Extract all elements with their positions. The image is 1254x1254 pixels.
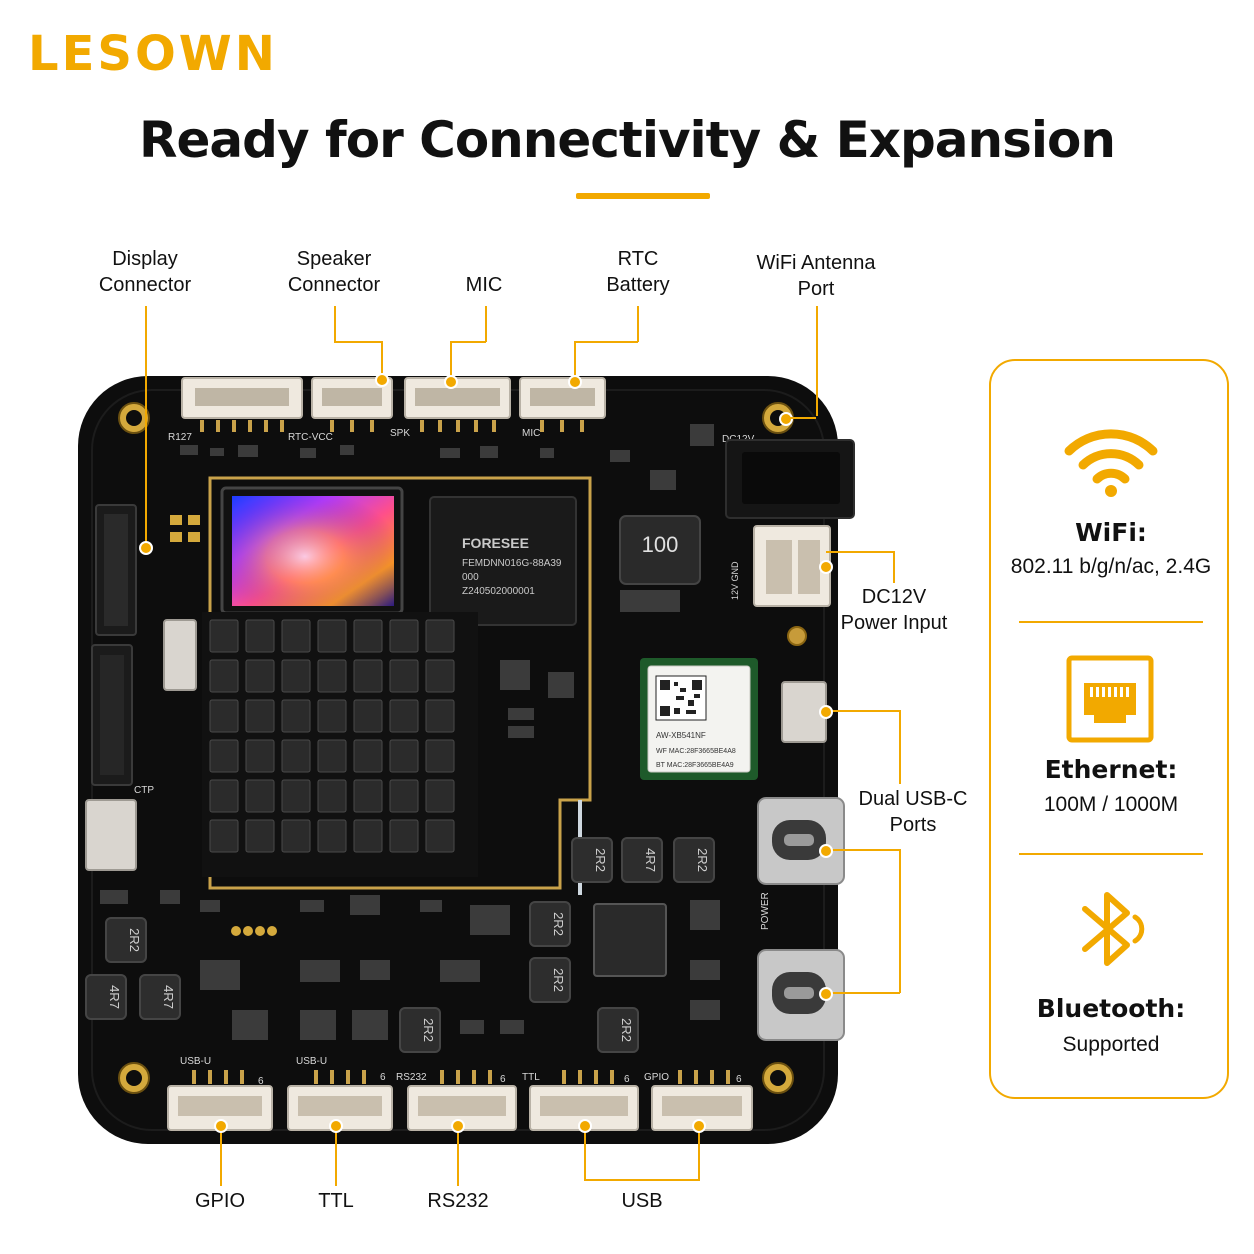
silk-pin: 6 <box>500 1074 506 1085</box>
usb-c-ports <box>757 797 845 1041</box>
label-usb: USB <box>621 1190 663 1212</box>
chip-line3: Z240502000001 <box>462 586 535 597</box>
spec-panel: WiFi: 802.11 b/g/n/ac, 2.4G Ethernet: 10… <box>989 359 1229 1099</box>
silk-spk: SPK <box>390 428 410 439</box>
label-rs232: RS232 <box>427 1190 489 1212</box>
spec-wifi-title: WiFi: <box>1075 518 1147 547</box>
inductor-label: 2R2 <box>593 848 608 872</box>
inductor-label: 2R2 <box>619 1018 634 1042</box>
spec-bluetooth-value: Supported <box>1062 1033 1160 1056</box>
module-qr-code <box>655 675 707 721</box>
label-mic: MIC <box>465 274 503 296</box>
emmc-chip <box>429 496 577 626</box>
inductor-group <box>85 837 715 1053</box>
chip-brand: FORESEE <box>462 535 529 551</box>
module-model: AW-XB541NF <box>656 731 706 740</box>
chip-line2: 000 <box>462 572 479 583</box>
module-wf-mac: WF MAC:28F3665BE4A8 <box>656 748 736 755</box>
spec-ethernet-value: 100M / 1000M <box>1043 793 1179 816</box>
silk-pin: 6 <box>380 1072 386 1083</box>
spec-divider <box>1019 853 1203 855</box>
silk-gpio: GPIO <box>644 1072 669 1083</box>
inductor-label: 4R7 <box>643 848 658 872</box>
bluetooth-icon <box>1082 892 1145 966</box>
inductor-label: 4R7 <box>107 985 122 1009</box>
power-inductor <box>619 515 701 585</box>
silk-inductor: 100 <box>642 532 679 557</box>
inductor-label: 2R2 <box>551 912 566 936</box>
silk-pin: 6 <box>258 1076 264 1087</box>
silk-ttl: TTL <box>522 1072 540 1083</box>
wifi-icon <box>1064 429 1158 497</box>
spec-wifi-value: 802.11 b/g/n/ac, 2.4G <box>1010 555 1212 578</box>
silk-usb-u-2: USB-U <box>296 1056 327 1067</box>
silk-usb-u-1: USB-U <box>180 1056 211 1067</box>
silk-pin: 6 <box>736 1074 742 1085</box>
ethernet-port-icon <box>1066 655 1154 743</box>
page-title: Ready for Connectivity & Expansion <box>139 111 1116 169</box>
brand-logo: LESOWN <box>28 26 278 82</box>
silk-power: POWER <box>760 892 771 930</box>
heatsink <box>202 612 478 877</box>
silk-pin: 6 <box>624 1074 630 1085</box>
inductor-label: 2R2 <box>695 848 710 872</box>
spec-divider <box>1019 621 1203 623</box>
spec-ethernet-title: Ethernet: <box>1044 755 1178 784</box>
silk-ctp: CTP <box>134 785 154 796</box>
silk-rs232: RS232 <box>396 1072 427 1083</box>
label-gpio: GPIO <box>194 1190 245 1212</box>
processor-chip <box>593 903 667 977</box>
silk-mic: MIC <box>522 428 540 439</box>
silk-rtc-vcc: RTC-VCC <box>288 432 333 443</box>
chip-line1: FEMDNN016G-88A39 <box>462 558 562 569</box>
spec-bluetooth-title: Bluetooth: <box>1036 994 1186 1023</box>
title-underline <box>576 193 710 199</box>
inductor-label: 2R2 <box>127 928 142 952</box>
inductor-label: 2R2 <box>551 968 566 992</box>
module-bt-mac: BT MAC:28F3665BE4A9 <box>656 762 734 769</box>
inductor-label: 2R2 <box>421 1018 436 1042</box>
silk-r127: R127 <box>168 432 192 443</box>
silk-dc-pins: 12V GND <box>730 561 740 600</box>
ufl-antenna-connector <box>787 626 807 646</box>
inductor-label: 4R7 <box>161 985 176 1009</box>
label-ttl: TTL <box>318 1190 354 1212</box>
